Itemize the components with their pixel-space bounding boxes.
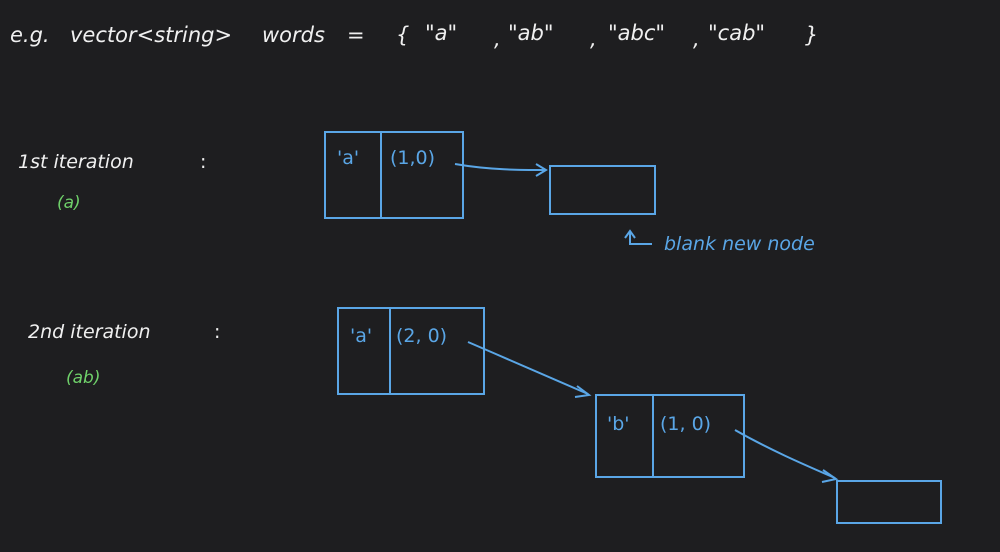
note-arrowhead <box>624 229 636 239</box>
iteration-2-label: 2nd iteration <box>28 321 151 343</box>
arrowhead-1 <box>535 163 548 177</box>
pointer-arrow-2 <box>467 341 589 395</box>
iteration-2-labels: 2nd iteration : (ab) <box>28 321 220 388</box>
arrowhead-2 <box>574 385 592 398</box>
blank-node-note: blank new node <box>664 233 815 255</box>
iteration-2-word: (ab) <box>66 368 100 388</box>
comma-2-text: , <box>590 27 597 51</box>
trie-node-a-2 <box>337 307 485 395</box>
node-a2-char: 'a' <box>350 325 372 347</box>
node-a2-pair: (2, 0) <box>396 325 447 347</box>
word-ab-text: "ab" <box>508 21 554 45</box>
decl-text: vector<string> <box>70 23 232 47</box>
open-brace-text: { <box>396 23 409 47</box>
blank-new-node-2 <box>836 480 942 524</box>
varname-text: words <box>262 23 325 47</box>
node-a-char: 'a' <box>337 147 359 169</box>
iteration-1-node <box>324 131 464 219</box>
iteration-1-word: (a) <box>57 193 81 213</box>
word-a-text: "a" <box>425 21 457 45</box>
close-brace-text: } <box>805 23 818 47</box>
iteration-1-colon: : <box>200 151 206 173</box>
iteration-1-label: 1st iteration <box>18 151 134 173</box>
word-cab-text: "cab" <box>708 21 765 45</box>
equals-text: = <box>347 23 365 47</box>
prefix-text: e.g. <box>10 23 50 47</box>
pointer-arrow-1 <box>454 163 546 171</box>
pointer-arrow-3 <box>734 429 836 479</box>
node-b-char: 'b' <box>607 413 630 435</box>
word-abc-text: "abc" <box>608 21 665 45</box>
comma-1-text: , <box>494 27 501 51</box>
iteration-2-node-b <box>595 394 745 478</box>
iteration-1-labels: 1st iteration : (a) <box>18 151 206 213</box>
example-header: e.g. vector<string> words = { "a" , "ab"… <box>10 21 818 51</box>
node-a-pair: (1,0) <box>390 147 435 169</box>
arrowhead-3 <box>821 469 839 483</box>
iteration-2-node-a <box>337 307 485 395</box>
note-arrow <box>629 232 652 245</box>
trie-node-a <box>324 131 464 219</box>
trie-node-b <box>595 394 745 478</box>
iteration-2-colon: : <box>214 321 220 343</box>
node-b-pair: (1, 0) <box>660 413 711 435</box>
comma-3-text: , <box>693 27 700 51</box>
blank-new-node <box>549 165 656 215</box>
